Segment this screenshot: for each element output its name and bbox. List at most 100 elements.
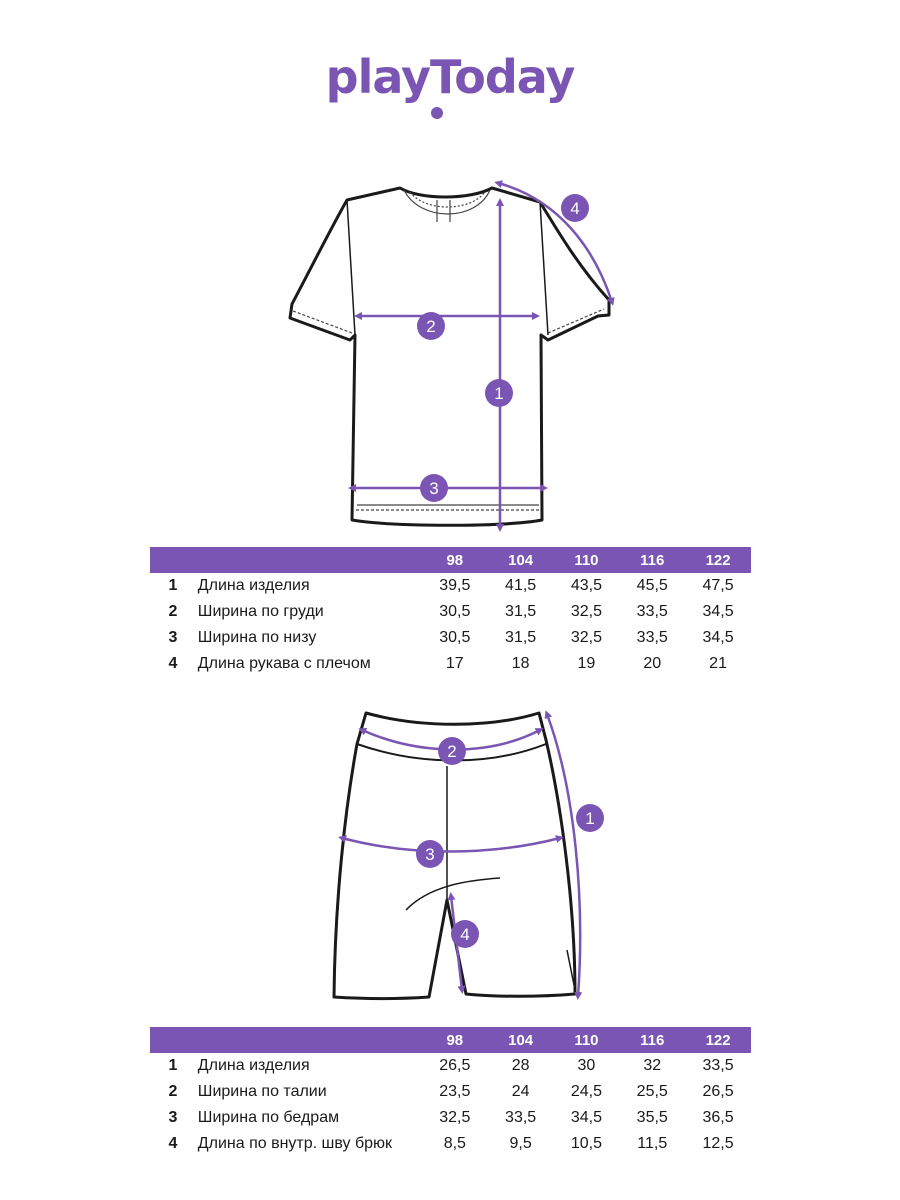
row-label: Ширина по груди xyxy=(197,603,324,620)
size-header-cell: 104 xyxy=(487,1027,554,1053)
row-number: 2 xyxy=(168,603,178,620)
tshirt-size-table: 98 104 110 116 122 1 Длина изделия 39,5 … xyxy=(150,547,751,677)
row-value: 21 xyxy=(709,655,727,672)
shorts-length-arrow xyxy=(544,710,583,1000)
row-number: 1 xyxy=(168,577,178,594)
table-row: 1 Длина изделия 26,5 28 30 32 33,5 xyxy=(150,1053,751,1079)
shorts-size-header: 98 104 110 116 122 xyxy=(150,1027,751,1053)
size-header-cell: 122 xyxy=(685,547,751,573)
tshirt-marker-4: 4 xyxy=(561,194,589,222)
table-row: 3 Ширина по низу 30,5 31,5 32,5 33,5 34,… xyxy=(150,625,751,651)
tshirt-marker-2: 2 xyxy=(417,312,445,340)
row-value: 32 xyxy=(643,1057,662,1074)
row-value: 20 xyxy=(643,655,662,672)
size-header-cell: 98 xyxy=(421,547,488,573)
svg-text:1: 1 xyxy=(494,384,503,403)
tshirt-outline xyxy=(288,186,611,527)
shorts-size-table: 98 104 110 116 122 1 Длина изделия 26,5 … xyxy=(150,1027,751,1157)
row-value: 33,5 xyxy=(636,629,668,646)
row-value: 33,5 xyxy=(505,1109,537,1126)
svg-text:1: 1 xyxy=(585,809,594,828)
size-header-cell: 110 xyxy=(553,547,620,573)
tshirt-sleeve-arrow xyxy=(494,180,615,306)
shorts-drawing: 1 2 3 4 xyxy=(332,710,604,1000)
size-header-cell: 116 xyxy=(619,1027,686,1053)
row-value: 10,5 xyxy=(570,1135,602,1152)
row-value: 19 xyxy=(577,655,596,672)
shorts-marker-2: 2 xyxy=(438,737,466,765)
brand-logo-text: playToday xyxy=(325,50,576,104)
svg-text:4: 4 xyxy=(570,199,579,218)
table-row: 1 Длина изделия 39,5 41,5 43,5 45,5 47,5 xyxy=(150,573,751,599)
row-value: 8,5 xyxy=(443,1135,466,1152)
size-header-cell: 110 xyxy=(553,1027,620,1053)
row-value: 34,5 xyxy=(570,1109,602,1126)
size-header-cell: 98 xyxy=(421,1027,488,1053)
row-value: 24 xyxy=(511,1083,530,1100)
row-label: Длина рукава с плечом xyxy=(197,655,371,672)
row-value: 35,5 xyxy=(636,1109,668,1126)
row-number: 1 xyxy=(168,1057,178,1074)
table-row: 4 Длина по внутр. шву брюк 8,5 9,5 10,5 … xyxy=(150,1131,751,1157)
row-value: 17 xyxy=(445,655,464,672)
svg-text:4: 4 xyxy=(460,925,469,944)
row-value: 18 xyxy=(511,655,530,672)
table-row: 2 Ширина по груди 30,5 31,5 32,5 33,5 34… xyxy=(150,599,751,625)
shorts-marker-4: 4 xyxy=(451,920,479,948)
row-value: 47,5 xyxy=(702,577,734,594)
size-header-cell: 116 xyxy=(619,547,686,573)
row-value: 25,5 xyxy=(636,1083,668,1100)
row-label: Ширина по бедрам xyxy=(197,1109,340,1126)
row-value: 43,5 xyxy=(570,577,602,594)
row-number: 2 xyxy=(168,1083,178,1100)
shorts-hip-arrow xyxy=(338,835,564,853)
row-number: 4 xyxy=(168,1135,178,1152)
row-value: 45,5 xyxy=(636,577,668,594)
brand-logo-dot xyxy=(431,107,443,119)
size-header-cell: 122 xyxy=(685,1027,751,1053)
shorts-marker-1: 1 xyxy=(576,804,604,832)
row-value: 32,5 xyxy=(570,603,602,620)
row-value: 31,5 xyxy=(505,629,537,646)
table-row: 4 Длина рукава с плечом 17 18 19 20 21 xyxy=(150,651,751,677)
row-value: 31,5 xyxy=(505,603,537,620)
row-value: 32,5 xyxy=(439,1109,471,1126)
row-value: 11,5 xyxy=(637,1135,668,1152)
row-value: 23,5 xyxy=(439,1083,471,1100)
row-value: 12,5 xyxy=(702,1135,734,1152)
row-label: Длина по внутр. шву брюк xyxy=(197,1135,393,1152)
row-number: 4 xyxy=(168,655,178,672)
row-number: 3 xyxy=(168,629,178,646)
row-label: Ширина по талии xyxy=(197,1083,327,1100)
row-value: 26,5 xyxy=(702,1083,734,1100)
shorts-outline xyxy=(332,711,577,1000)
row-value: 34,5 xyxy=(702,603,734,620)
row-value: 32,5 xyxy=(570,629,602,646)
svg-text:3: 3 xyxy=(429,479,438,498)
row-value: 30,5 xyxy=(439,629,471,646)
row-value: 39,5 xyxy=(439,577,471,594)
row-value: 30 xyxy=(577,1057,596,1074)
row-label: Длина изделия xyxy=(197,577,310,594)
svg-text:3: 3 xyxy=(425,845,434,864)
tshirt-marker-3: 3 xyxy=(420,474,448,502)
table-row: 2 Ширина по талии 23,5 24 24,5 25,5 26,5 xyxy=(150,1079,751,1105)
row-value: 41,5 xyxy=(505,577,537,594)
row-label: Ширина по низу xyxy=(197,629,317,646)
tshirt-drawing: 1 2 3 4 xyxy=(288,180,615,532)
row-value: 28 xyxy=(511,1057,530,1074)
row-value: 36,5 xyxy=(702,1109,734,1126)
table-row: 3 Ширина по бедрам 32,5 33,5 34,5 35,5 3… xyxy=(150,1105,751,1131)
svg-text:2: 2 xyxy=(447,742,456,761)
size-header-cell: 104 xyxy=(487,547,554,573)
tshirt-marker-1: 1 xyxy=(485,379,513,407)
row-value: 33,5 xyxy=(636,603,668,620)
row-value: 34,5 xyxy=(702,629,734,646)
row-value: 9,5 xyxy=(509,1135,532,1152)
row-value: 26,5 xyxy=(439,1057,471,1074)
svg-text:2: 2 xyxy=(426,317,435,336)
shorts-marker-3: 3 xyxy=(416,840,444,868)
row-value: 24,5 xyxy=(570,1083,602,1100)
brand-logo: playToday xyxy=(0,50,900,104)
row-value: 30,5 xyxy=(439,603,471,620)
